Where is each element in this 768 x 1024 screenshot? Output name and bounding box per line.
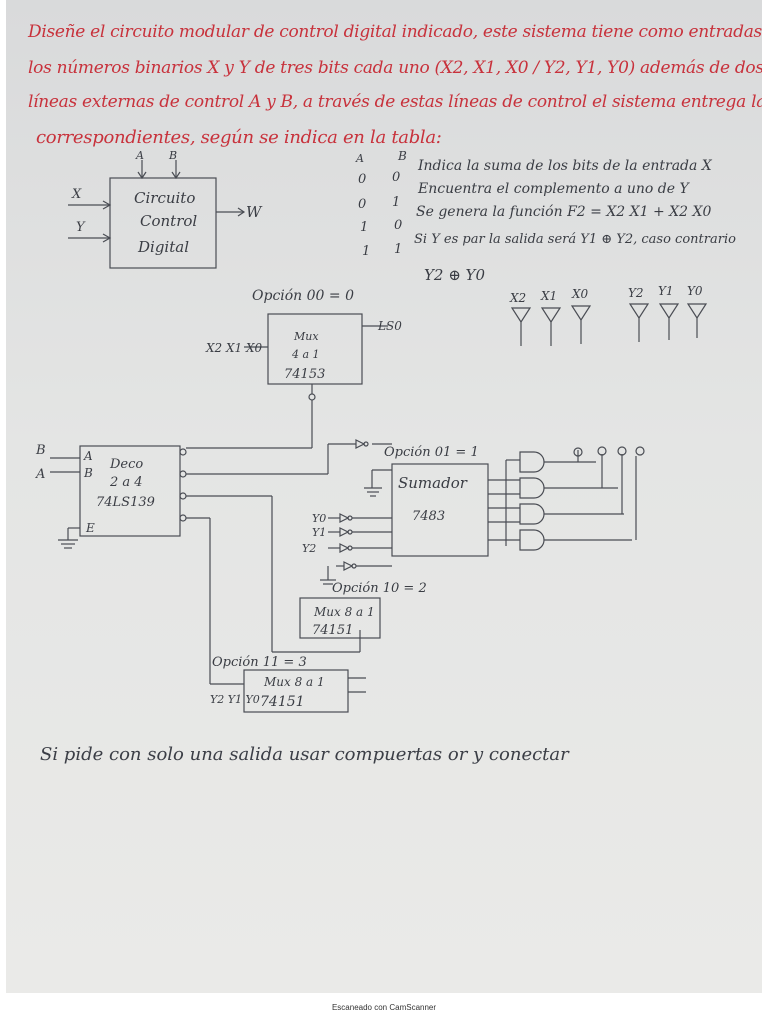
table-row-a: 0 [358,197,367,212]
block-output-w: W [246,203,263,221]
table-row-desc: Indica la suma de los bits de la entrada… [418,158,712,174]
decoder-pin-b: B [83,466,93,480]
mux-4to1-output-label: LS0 [377,319,402,333]
table-row-a: 1 [362,244,371,259]
mux-4to1-box [267,313,363,385]
and-gate [519,529,545,551]
option-01-label: Opción 01 = 1 [384,445,479,460]
table-row-a: 0 [358,172,367,187]
mux-4to1-group: Opción 00 = 0 X2 X1 X0 Mux 4 a 1 74153 L… [186,288,402,449]
table-row-a: 1 [360,220,369,235]
block-title-1: Circuito [134,189,195,207]
pin-label-y: Y2 [628,286,644,300]
statement-line-1: Diseñe el circuito modular de control di… [28,22,762,42]
block-input-b: B [168,149,177,162]
mux-8to1-b-name: Mux 8 a 1 [263,675,325,689]
mux-8to1-a-chip: 74151 [312,623,353,638]
scanned-page: Diseñe el circuito modular de control di… [6,0,762,993]
table-row-desc: Encuentra el complemento a uno de Y [418,181,689,197]
decoder-group: B A A B E Deco 2 a 4 74LS139 [35,439,369,684]
adder-box [391,463,489,557]
block-title-3: Digital [137,238,189,256]
mux-4to1-size: 4 a 1 [291,348,320,361]
and-gate [519,477,545,499]
option-00-label: Opción 00 = 0 [252,288,354,304]
scanner-watermark: Escaneado con CamScanner [331,1003,437,1012]
mux-8to1-b-input-label: Y2 Y1 Y0 [210,693,260,706]
decoder-chip: 74LS139 [96,495,155,510]
table-row-continuation: Y2 ⊕ Y0 [424,266,485,284]
adder-name: Sumador [398,474,468,492]
mux-8to1-b-chip: 74151 [260,694,305,710]
pin-label-y: Y0 [687,284,703,298]
adder-group: Opción 01 = 1 Sumador 7483 Y [302,443,520,585]
pin-label-x: X2 [509,291,526,305]
decoder-input-a: A [35,467,45,482]
mux-4to1-chip: 74153 [284,367,325,382]
mux-8to1-b-box [243,669,349,713]
table-row-b: 0 [392,170,401,185]
statement-line-2: los números binarios X y Y de tres bits … [28,58,762,78]
table-row-b: 1 [394,242,403,257]
pin-label-x: X0 [571,287,589,301]
footnote: Si pide con solo una salida usar compuer… [40,744,569,765]
table-row-b: 1 [392,195,401,210]
block-title-2: Control [140,212,197,230]
mux-8to1-b-group: Opción 11 = 3 Y2 Y1 Y0 Mux 8 a 1 74151 [210,655,366,713]
table-row-desc: Se genera la función F2 = X2 X1 + X2 X0 [416,204,712,220]
table-header-a: A [356,152,364,165]
table-header-b: B [398,149,407,163]
decoder-input-b: B [35,443,46,458]
block-input-y: Y [76,220,86,235]
statement-line-3: líneas externas de control A y B, a trav… [28,92,762,112]
adder-chip: 7483 [412,509,445,524]
block-input-x: X [71,187,82,202]
circuit-diagram: A B X Y Circuito Control Digital W Opció… [35,149,708,713]
table-row-b: 0 [394,218,403,233]
table-row-desc: Si Y es par la salida será Y1 ⊕ Y2, caso… [414,232,736,247]
decoder-pin-e: E [85,521,95,535]
adder-input-y2: Y2 [302,542,316,555]
control-block-box [109,177,217,269]
mux-4to1-name: Mux [293,330,319,343]
block-input-a: A [135,149,144,162]
input-pins: X2 X1 X0 Y2 Y1 Y0 [509,284,708,346]
mux-4to1-input-label: X2 X1 X0 [205,341,263,355]
pin-label-y: Y1 [658,284,674,298]
decoder-name: Deco [109,457,143,472]
decoder-pin-a: A [83,449,93,463]
mux-8to1-a-group: Opción 10 = 2 Mux 8 a 1 74151 [299,581,427,639]
adder-input-y1: Y1 [312,526,326,539]
and-gate [519,451,545,473]
statement-line-4: correspondientes, según se indica en la … [36,127,442,148]
option-10-label: Opción 10 = 2 [332,581,427,596]
pin-label-x: X1 [540,289,557,303]
and-gate [519,503,545,525]
and-gates [488,446,645,551]
block-diagram: A B X Y Circuito Control Digital W [68,149,263,269]
mux-8to1-a-box [299,597,381,639]
mux-8to1-a-name: Mux 8 a 1 [313,605,375,619]
option-11-label: Opción 11 = 3 [212,655,307,670]
adder-input-y0: Y0 [312,512,326,525]
decoder-box [79,445,181,537]
decoder-size: 2 a 4 [109,475,143,490]
